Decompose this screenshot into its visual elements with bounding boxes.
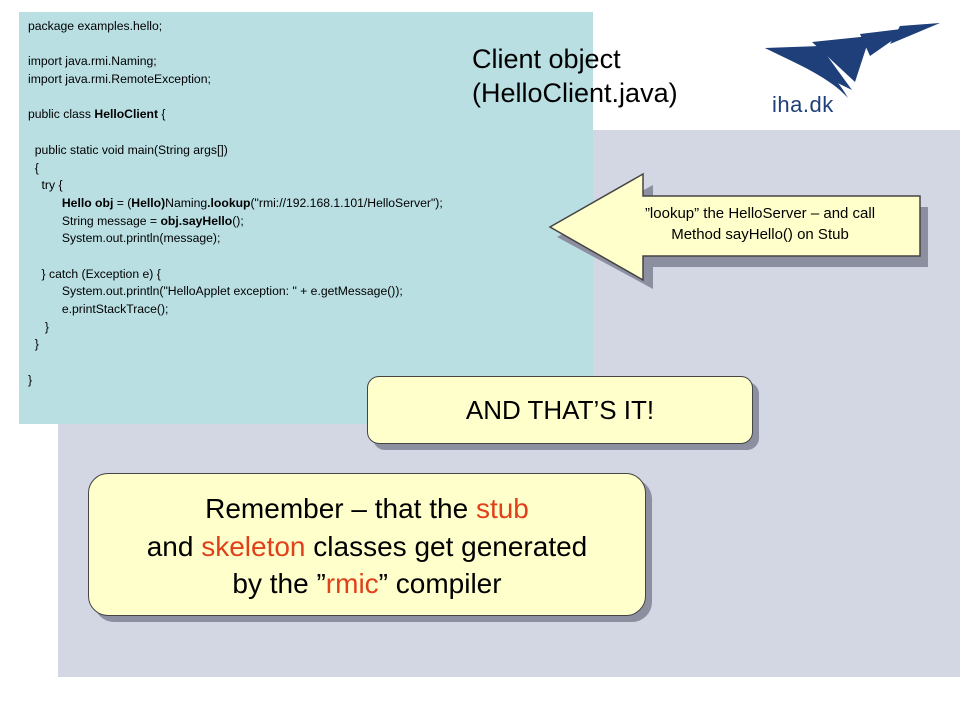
code-segment: obj.sayHello xyxy=(160,213,233,228)
code-line: String message = obj.sayHello(); xyxy=(28,213,593,231)
remember-box: Remember – that the stub and skeleton cl… xyxy=(88,473,646,616)
code-segment: System.out.println("HelloApplet exceptio… xyxy=(28,284,403,299)
remember-line-1-text: Remember – that the xyxy=(205,493,476,524)
code-segment: Hello) xyxy=(131,195,166,210)
code-segment: public static void main(String args[]) xyxy=(28,142,228,157)
code-segment: package examples.hello; xyxy=(28,19,163,33)
code-line: } catch (Exception e) { xyxy=(28,266,593,284)
code-segment: } catch (Exception e) { xyxy=(28,266,161,281)
code-line: } xyxy=(28,336,593,354)
code-segment: import java.rmi.RemoteException; xyxy=(28,72,211,87)
left-arrow-callout-icon xyxy=(548,172,928,289)
code-segment: } xyxy=(28,337,39,352)
code-line: } xyxy=(28,372,593,390)
iha-logo-icon xyxy=(765,23,940,98)
code-segment: (); xyxy=(232,213,244,228)
slide-title: Client object (HelloClient.java) xyxy=(472,42,678,110)
code-segment: public class xyxy=(28,107,95,122)
remember-line-2: and skeleton classes get generated xyxy=(89,528,645,566)
remember-line-3-text-b: ” compiler xyxy=(378,568,502,599)
remember-line-2-text-a: and xyxy=(146,530,202,562)
that-is-it-box: AND THAT’S IT! xyxy=(367,376,753,444)
remember-line-1: Remember – that the stub xyxy=(89,490,645,528)
remember-line-2-text-b: classes get generated xyxy=(305,530,588,562)
code-line: e.printStackTrace(); xyxy=(28,301,593,319)
code-line: try { xyxy=(28,177,593,195)
code-segment: { xyxy=(158,107,166,122)
code-line xyxy=(28,124,593,142)
code-segment: } xyxy=(28,319,50,334)
code-line: Hello obj = (Hello)Naming.lookup("rmi://… xyxy=(28,195,593,213)
callout-line-1: ”lookup” the HelloServer – and call xyxy=(644,205,876,222)
code-line: public static void main(String args[]) xyxy=(28,142,593,160)
rmic-highlight: rmic xyxy=(325,568,379,599)
code-line: package examples.hello; xyxy=(28,18,593,36)
logo-text: iha.dk xyxy=(772,92,834,117)
code-segment: e.printStackTrace(); xyxy=(28,302,169,316)
code-segment: try { xyxy=(28,178,63,193)
remember-line-3-text-a: by the ” xyxy=(232,568,326,599)
skeleton-highlight: skeleton xyxy=(201,530,306,562)
code-segment: = ( xyxy=(113,195,132,210)
code-segment: { xyxy=(28,160,39,175)
slide-title-line-1: Client object xyxy=(472,44,621,74)
callout-line-2: Method sayHello() on Stub xyxy=(671,226,849,243)
callout-text: ”lookup” the HelloServer – and call Meth… xyxy=(605,203,915,245)
code-line: { xyxy=(28,160,593,178)
code-line: } xyxy=(28,319,593,337)
code-listing: package examples.hello; import java.rmi.N… xyxy=(19,12,593,424)
code-line: System.out.println("HelloApplet exceptio… xyxy=(28,283,593,301)
code-segment: System.out.println(message); xyxy=(28,231,221,246)
code-segment: Hello obj xyxy=(61,195,114,210)
code-segment: ("rmi://192.168.1.101/HelloServer"); xyxy=(250,195,443,210)
code-segment: HelloClient xyxy=(94,107,159,122)
code-segment: import java.rmi.Naming; xyxy=(28,54,157,69)
remember-line-3: by the ”rmic” compiler xyxy=(89,565,645,603)
code-segment: .lookup xyxy=(207,195,251,210)
code-segment: } xyxy=(28,372,33,387)
code-line: System.out.println(message); xyxy=(28,230,593,248)
code-line xyxy=(28,248,593,266)
code-line: import java.rmi.Naming; xyxy=(28,53,593,71)
code-line: import java.rmi.RemoteException; xyxy=(28,71,593,89)
code-segment xyxy=(28,196,62,210)
slide-title-line-2: (HelloClient.java) xyxy=(472,78,678,108)
code-line xyxy=(28,354,593,372)
stub-highlight: stub xyxy=(475,493,529,524)
code-segment: String message = xyxy=(28,213,161,228)
code-segment: Naming xyxy=(165,195,208,210)
code-line: public class HelloClient { xyxy=(28,106,593,124)
